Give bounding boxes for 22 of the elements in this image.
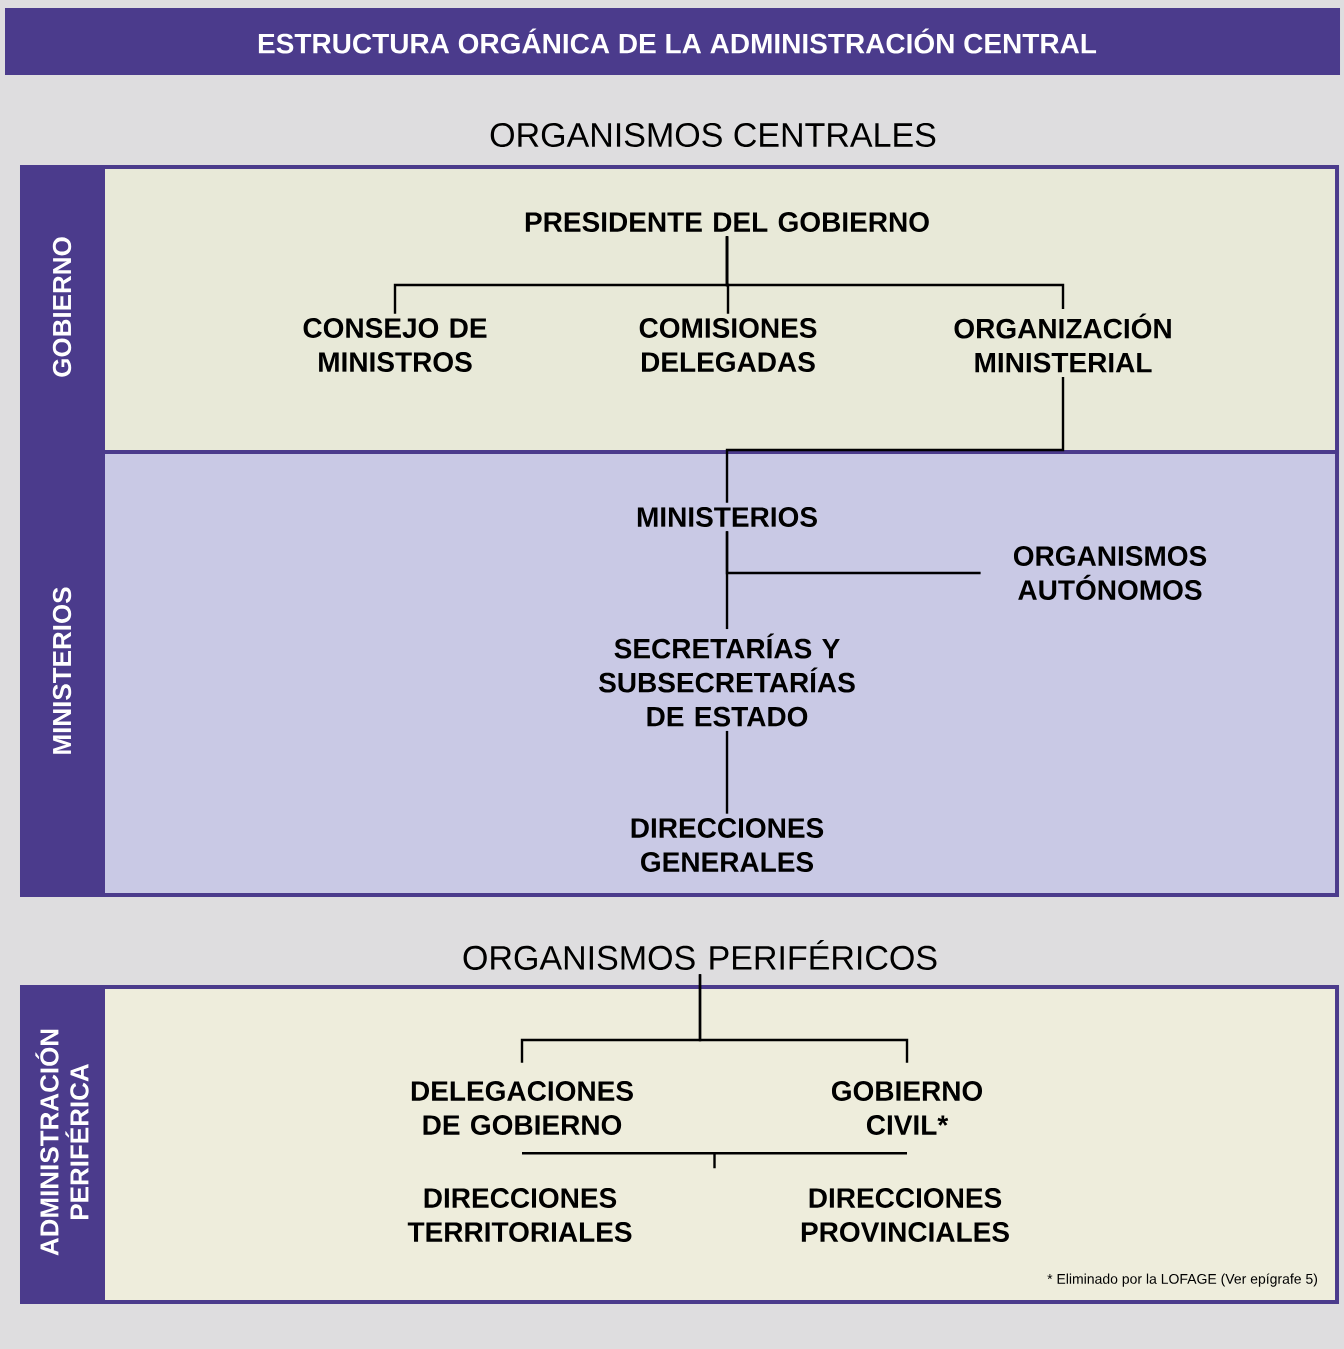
connector-line [520, 1152, 909, 1170]
title-bar: ESTRUCTURA ORGÁNICA DE LA ADMINISTRACIÓN CENTRAL [5, 8, 1340, 75]
org-unit-label: DIRECCIONES PROVINCIALES [801, 1188, 1009, 1242]
section-heading: ORGANISMOS CENTRALES [490, 122, 936, 148]
connector-line [725, 531, 729, 630]
org-unit-label: COMISIONES DELEGADAS [639, 318, 817, 372]
connector-line [725, 236, 1065, 310]
connector-line [725, 376, 1065, 503]
org-unit-label: CONSEJO DE MINISTROS [303, 318, 487, 372]
connector-line [698, 974, 909, 1063]
org-unit-label: GOBIERNO CIVIL* [831, 1081, 983, 1135]
footnote: * Eliminado por la LOFAGE (Ver epígrafe 5) [1047, 1273, 1318, 1287]
org-unit-label: SECRETARÍAS Y SUBSECRETARÍAS DE ESTADO [598, 633, 855, 727]
org-unit-label: PRESIDENTE DEL GOBIERNO [525, 212, 929, 232]
org-unit-label: DELEGACIONES DE GOBIERNO [411, 1081, 633, 1135]
org-unit-label: DIRECCIONES GENERALES [631, 818, 824, 872]
section-heading: ORGANISMOS PERIFÉRICOS [463, 940, 937, 970]
org-unit-label: DIRECCIONES TERRITORIALES [407, 1188, 632, 1242]
connector-line [725, 730, 729, 814]
org-unit-label: ORGANISMOS AUTÓNOMOS [1013, 546, 1207, 600]
org-unit-label: MINISTERIOS [637, 507, 817, 527]
org-unit-label: ORGANIZACIÓN MINISTERIAL [954, 313, 1171, 373]
